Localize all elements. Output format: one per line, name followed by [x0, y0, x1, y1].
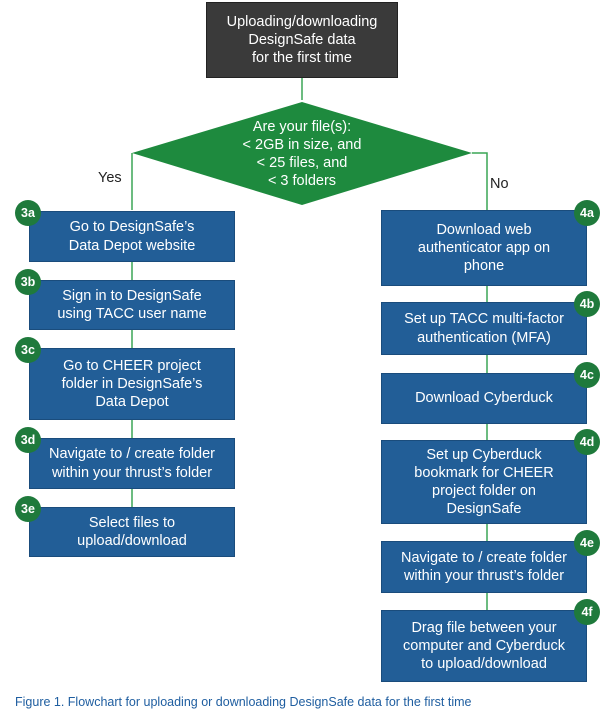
step-3e-line-2: upload/download: [77, 533, 187, 549]
step-4d-line-2: bookmark for CHEER: [414, 464, 554, 481]
step-4b-line-1: Set up TACC multi-factor: [404, 311, 564, 328]
step-3c-line-1: Go to CHEER project: [63, 357, 201, 374]
step-4a-box: Download web authenticator app on phone: [381, 210, 587, 286]
step-3d-line-1: Navigate to / create folder: [48, 446, 216, 463]
step-badge-3c: 3c: [15, 337, 41, 363]
decision-text: Are your file(s): < 2GB in size, and < 2…: [212, 108, 392, 200]
step-4d-line-1: Set up Cyberduck: [426, 446, 542, 463]
step-4f-line-3: to upload/download: [421, 656, 547, 673]
step-4e-box: Navigate to / create folder within your …: [381, 541, 587, 593]
step-4b-box: Set up TACC multi-factor authentication …: [381, 302, 587, 355]
step-badge-4b: 4b: [574, 291, 600, 317]
step-4f-box: Drag file between your computer and Cybe…: [381, 610, 587, 682]
step-3c-line-3: Data Depot: [95, 394, 169, 411]
step-3b-line-2: using TACC user name: [57, 306, 207, 322]
step-4b-line-2: authentication (MFA): [417, 329, 551, 346]
step-3a-line-2: Data Depot website: [68, 237, 196, 254]
step-3d-box: Navigate to / create folder within your …: [29, 438, 235, 489]
step-3a-line-1: Go to DesignSafe’s: [69, 219, 195, 236]
step-4f-line-1: Drag file between your: [411, 619, 557, 636]
start-line-2: DesignSafe data: [248, 31, 356, 48]
step-3b-line-1: Sign in to DesignSafe: [62, 287, 202, 304]
branch-label-no: No: [490, 176, 509, 192]
step-badge-4c: 4c: [574, 362, 600, 388]
step-badge-4f: 4f: [574, 599, 600, 625]
branch-label-yes: Yes: [98, 170, 122, 186]
decision-line-2: < 2GB in size, and: [242, 136, 362, 153]
step-badge-3e: 3e: [15, 496, 41, 522]
step-badge-3d: 3d: [15, 427, 41, 453]
step-3a-box: Go to DesignSafe’s Data Depot website: [29, 211, 235, 262]
step-4e-line-2: within your thrust’s folder: [403, 568, 565, 584]
step-4e-line-1: Navigate to / create folder: [400, 549, 568, 566]
step-4a-line-2: authenticator app on: [417, 239, 551, 256]
step-4d-line-4: DesignSafe: [446, 501, 522, 518]
step-4d-line-3: project folder on: [432, 483, 536, 499]
start-line-3: for the first time: [252, 50, 352, 67]
step-3d-line-2: within your thrust’s folder: [51, 464, 213, 481]
step-badge-4a: 4a: [574, 200, 600, 226]
step-4f-line-2: computer and Cyberduck: [403, 637, 565, 654]
step-3e-box: Select files to upload/download: [29, 507, 235, 557]
step-badge-3a: 3a: [15, 200, 41, 226]
step-badge-4e: 4e: [574, 530, 600, 556]
decision-line-4: < 3 folders: [267, 173, 337, 190]
step-3c-line-2: folder in DesignSafe’s: [61, 375, 203, 392]
step-badge-4d: 4d: [574, 429, 600, 455]
step-4d-box: Set up Cyberduck bookmark for CHEER proj…: [381, 440, 587, 524]
step-badge-3b: 3b: [15, 269, 41, 295]
start-line-1: Uploading/downloading: [226, 13, 378, 30]
step-3e-line-1: Select files to: [88, 514, 176, 531]
step-3b-box: Sign in to DesignSafe using TACC user na…: [29, 280, 235, 330]
decision-diamond: [132, 102, 472, 205]
step-4a-line-1: Download web: [436, 221, 532, 238]
step-4c-line-1: Download Cyberduck: [415, 390, 553, 407]
step-3c-box: Go to CHEER project folder in DesignSafe…: [29, 348, 235, 420]
decision-line-3: < 25 files, and: [256, 155, 348, 171]
step-4c-box: Download Cyberduck: [381, 373, 587, 424]
start-box: Uploading/downloading DesignSafe data fo…: [206, 2, 398, 78]
step-4a-line-3: phone: [463, 258, 505, 275]
figure-caption: Figure 1. Flowchart for uploading or dow…: [15, 695, 472, 709]
decision-line-1: Are your file(s):: [252, 118, 352, 135]
connector-no: [472, 152, 488, 210]
